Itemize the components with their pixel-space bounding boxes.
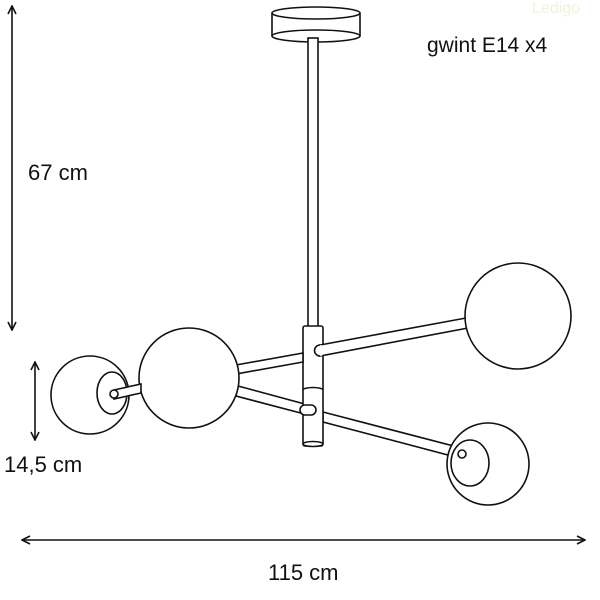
central-hub: [302, 325, 324, 448]
watermark-logo: Ledigo: [532, 0, 581, 17]
width-label: 115 cm: [268, 560, 339, 585]
upper-arm-right: [319, 317, 469, 357]
suspension-rod: [307, 37, 319, 329]
globe-top-right: [464, 262, 572, 370]
socket-info-label: gwint E14 x4: [427, 34, 548, 57]
ceiling-canopy: [271, 6, 361, 43]
height-label: 67 cm: [28, 160, 88, 185]
globe-height-label: 14,5 cm: [4, 452, 83, 477]
upper-arm-left: [235, 352, 304, 375]
lower-arm-right: [322, 410, 466, 460]
globe-left-center: [138, 327, 240, 429]
